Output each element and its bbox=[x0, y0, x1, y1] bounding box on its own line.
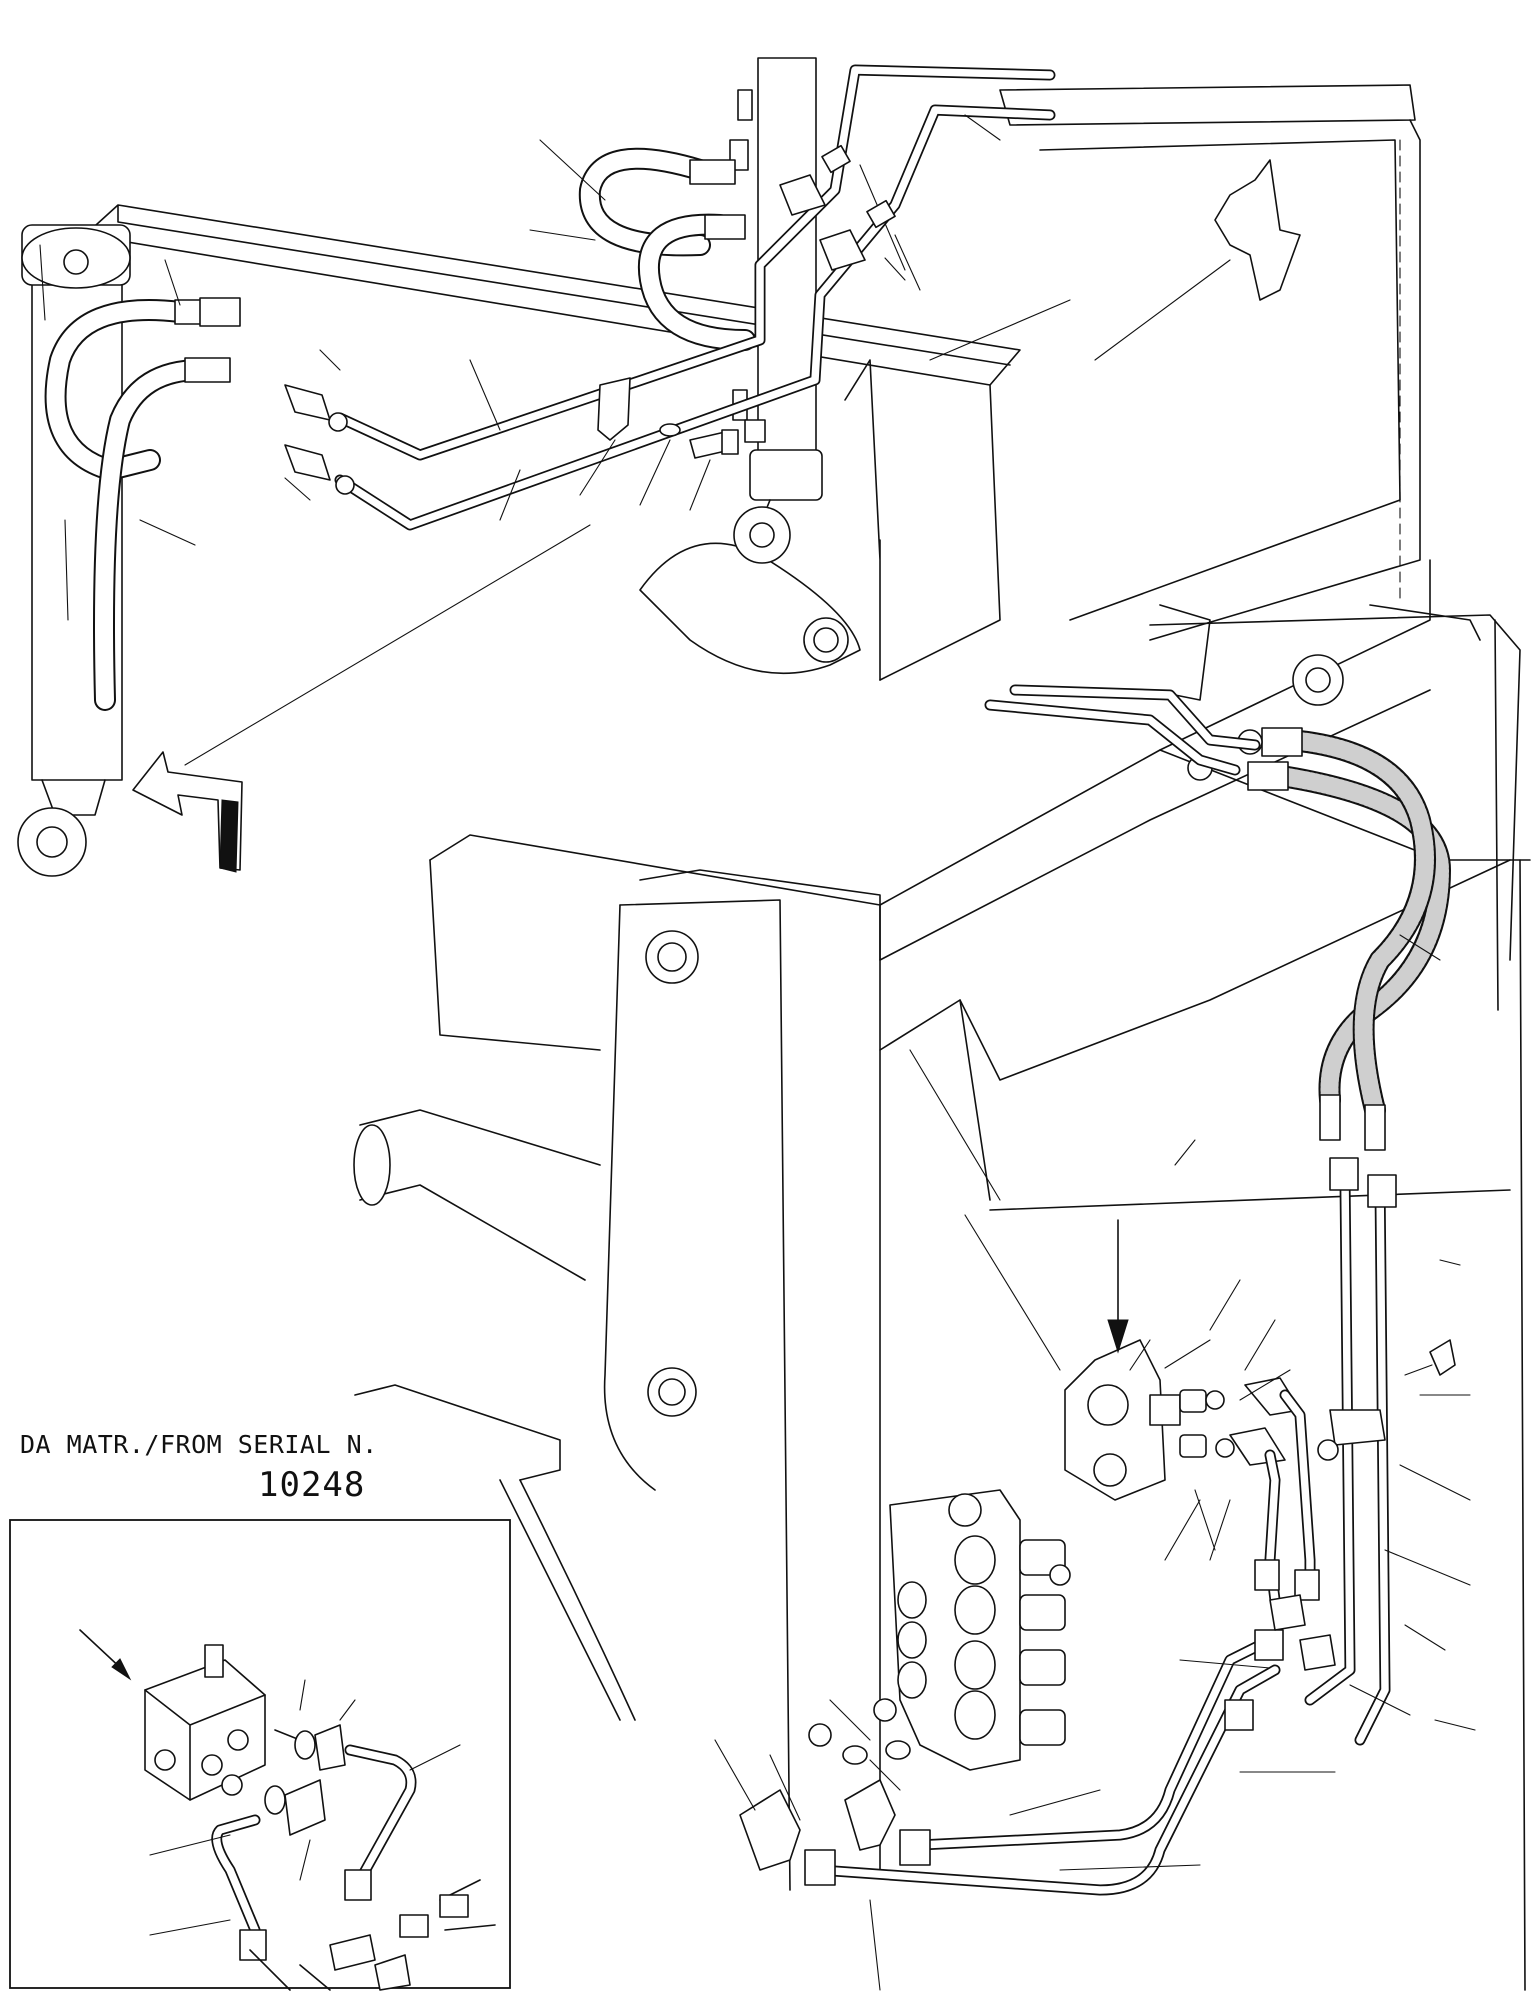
front-direction-arrow-icon bbox=[132, 751, 243, 873]
right-braided-hoses bbox=[984, 684, 1451, 1151]
top-rigid-pipes bbox=[284, 64, 1056, 531]
right-vertical-pipes bbox=[1304, 1157, 1456, 1746]
right-cylinder bbox=[729, 57, 823, 564]
main-spool-valve bbox=[889, 1489, 1071, 1771]
leader-lines bbox=[139, 114, 1476, 1991]
serial-number: 10248 bbox=[258, 1465, 366, 1505]
top-hoses bbox=[44, 147, 756, 711]
serial-inset bbox=[9, 1519, 511, 1991]
middle-frame bbox=[353, 559, 1531, 1991]
serial-caption: DA MATR./FROM SERIAL N. bbox=[20, 1430, 378, 1459]
control-valve-block bbox=[1064, 1339, 1320, 1606]
attention-arrow-icon bbox=[1107, 1219, 1129, 1354]
lower-pipework bbox=[739, 1594, 1336, 1896]
